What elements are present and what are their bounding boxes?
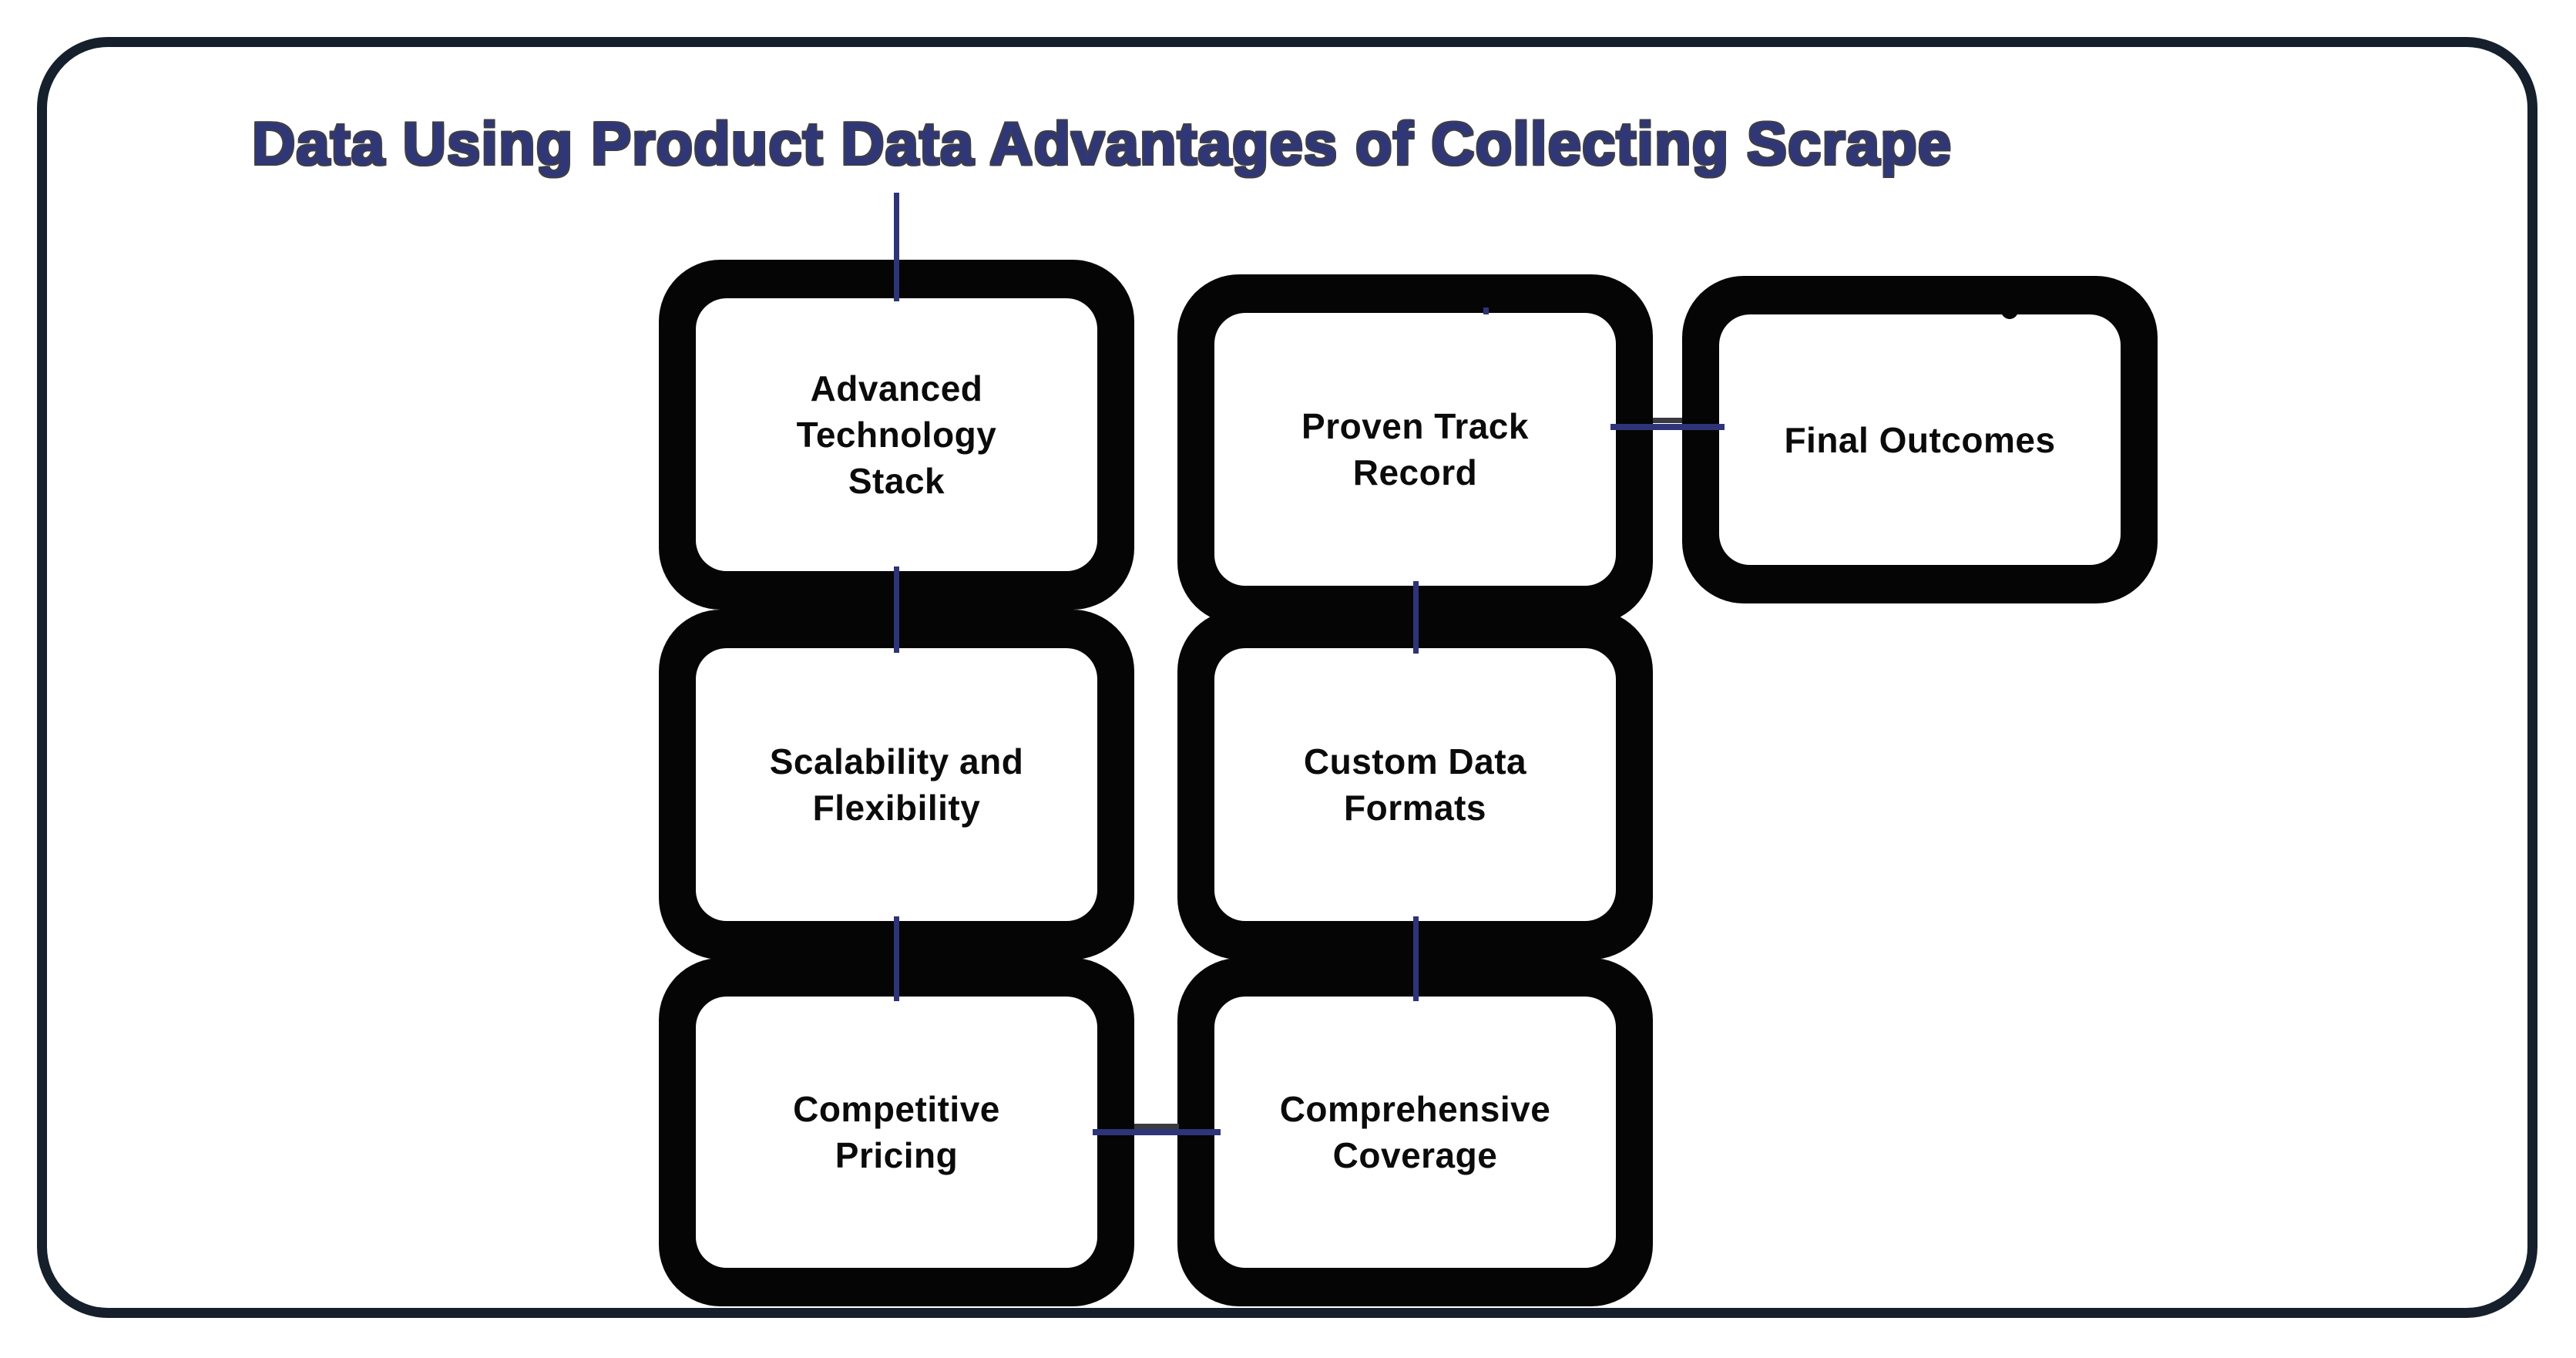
- connector-title-to-advanced-technology-stack: [894, 193, 899, 301]
- connector-shadow-artifact: [1653, 418, 1682, 423]
- diagram-title: Data Using Product Data Advantages of Co…: [251, 109, 1953, 177]
- notch-dot-final-outcomes: [2001, 311, 2018, 319]
- connector-competitive-to-comprehensive: [1093, 1129, 1221, 1135]
- connector-scalability-to-competitive: [894, 916, 899, 1001]
- node-card: Advanced Technology Stack: [696, 298, 1097, 571]
- stub-tick-proven-track-record: [1483, 308, 1489, 314]
- node-card: Proven Track Record: [1214, 313, 1616, 586]
- node-advanced-technology-stack: Advanced Technology Stack: [659, 260, 1134, 610]
- node-scalability-and-flexibility: Scalability and Flexibility: [659, 610, 1134, 960]
- node-card: Final Outcomes: [1719, 314, 2121, 565]
- node-card: Scalability and Flexibility: [696, 648, 1097, 921]
- node-label: Competitive Pricing: [793, 1089, 1000, 1175]
- node-label: Advanced Technology Stack: [796, 368, 997, 501]
- node-card: Custom Data Formats: [1214, 648, 1616, 921]
- connector-advanced-to-scalability: [894, 566, 899, 653]
- connector-proven-to-final-outcomes: [1610, 424, 1725, 430]
- node-competitive-pricing: Competitive Pricing: [659, 958, 1134, 1306]
- node-label: Custom Data Formats: [1303, 741, 1527, 828]
- node-label: Proven Track Record: [1301, 406, 1529, 492]
- node-comprehensive-coverage: Comprehensive Coverage: [1177, 958, 1653, 1306]
- node-custom-data-formats: Custom Data Formats: [1177, 610, 1653, 960]
- node-final-outcomes: Final Outcomes: [1682, 276, 2158, 603]
- node-label: Final Outcomes: [1784, 419, 2056, 460]
- node-proven-track-record: Proven Track Record: [1177, 274, 1653, 624]
- node-label: Scalability and Flexibility: [769, 741, 1024, 828]
- connector-shadow-artifact: [1134, 1124, 1179, 1129]
- connector-custom-to-comprehensive: [1413, 916, 1419, 1001]
- connector-proven-to-custom: [1413, 581, 1419, 654]
- node-label: Comprehensive Coverage: [1279, 1089, 1551, 1175]
- outer-frame: [37, 37, 2537, 1318]
- node-card: Competitive Pricing: [696, 997, 1097, 1268]
- node-card: Comprehensive Coverage: [1214, 997, 1616, 1268]
